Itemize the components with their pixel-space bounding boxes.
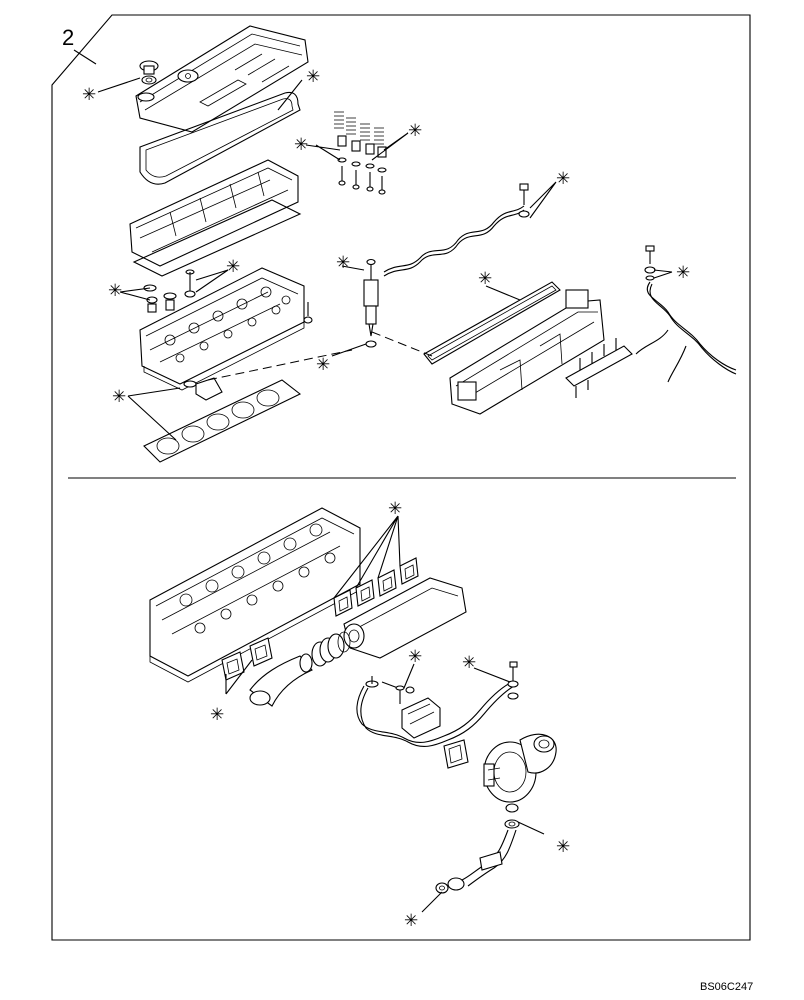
exhaust-manifold-gaskets <box>333 557 419 617</box>
intake-manifold-gasket <box>423 281 561 365</box>
figure-code: BS06C247 <box>700 981 753 993</box>
common-rail <box>565 338 633 398</box>
diagram-frame <box>51 14 751 941</box>
fuel-injector <box>363 258 379 348</box>
cam-carrier-gasket <box>132 199 302 277</box>
turbo-oil-feed-pipe <box>356 676 515 748</box>
turbo-oil-drain-pipe <box>435 819 520 894</box>
kit-marker: ✳ <box>408 121 422 140</box>
kit-marker: ✳ <box>112 387 126 406</box>
injector-alignment-line <box>371 331 433 357</box>
kit-marker: ✳ <box>404 911 418 930</box>
kit-marker: ✳ <box>294 135 308 154</box>
kit-marker: ✳ <box>108 281 122 300</box>
kit-marker: ✳ <box>408 647 422 666</box>
kit-marker: ✳ <box>82 85 96 104</box>
intake-manifold <box>449 289 605 415</box>
cam-carrier <box>129 159 299 267</box>
turbo-fasteners <box>507 661 519 700</box>
cylinder-head-upper <box>139 267 305 391</box>
elbow-gaskets <box>221 637 273 681</box>
exhaust-bellows <box>311 631 351 667</box>
item-number-label: 2 <box>62 25 74 50</box>
head-alignment-line <box>207 349 353 381</box>
kit-marker: ✳ <box>556 169 570 188</box>
kit-marker: ✳ <box>306 67 320 86</box>
kit-marker: ✳ <box>388 499 402 518</box>
turbocharger <box>483 733 557 813</box>
fuel-supply-pipe <box>635 245 737 383</box>
exhaust-manifold <box>343 577 467 659</box>
kit-marker: ✳ <box>462 653 476 672</box>
thermostat-housing <box>183 377 223 401</box>
kit-marker: ✳ <box>676 263 690 282</box>
valve-train-set <box>334 111 387 195</box>
head-small-parts <box>143 269 313 324</box>
item-number-leader <box>73 49 97 65</box>
turbo-gasket <box>443 739 469 769</box>
cylinder-head-gasket <box>143 379 302 463</box>
kit-marker: ✳ <box>210 705 224 724</box>
leader-lines <box>97 77 673 913</box>
fuel-leak-off-pipe <box>383 183 530 277</box>
kit-marker: ✳ <box>336 253 350 272</box>
kit-markers: ✳ ✳ ✳ ✳ ✳ ✳ ✳ ✳ ✳ ✳ ✳ ✳ ✳ ✳ ✳ ✳ ✳ ✳ <box>82 67 690 930</box>
kit-marker: ✳ <box>478 269 492 288</box>
exhaust-elbow <box>249 653 313 707</box>
cylinder-head-lower <box>149 507 361 683</box>
kit-marker: ✳ <box>316 355 330 374</box>
egr-valve <box>395 685 441 739</box>
kit-marker: ✳ <box>226 257 240 276</box>
oil-filler-cap <box>139 60 159 85</box>
kit-marker: ✳ <box>556 837 570 856</box>
rocker-cover <box>135 25 309 133</box>
